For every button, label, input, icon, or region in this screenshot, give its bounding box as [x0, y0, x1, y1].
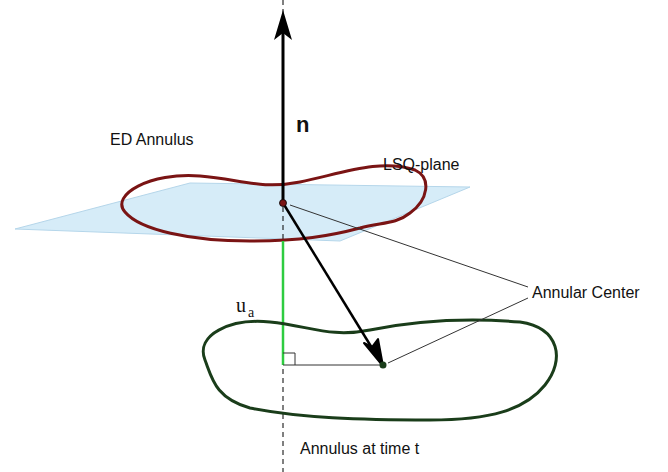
- vector-label: n: [296, 113, 309, 137]
- lsq-plane: [15, 183, 470, 241]
- displacement-line: [282, 241, 285, 365]
- center-dot: [280, 200, 287, 207]
- arrowhead: [364, 339, 383, 366]
- right-angle-mark: [283, 353, 295, 365]
- annulus-label: ED Annulus: [110, 131, 194, 149]
- annulus-time-t: [203, 320, 556, 420]
- center-label: Annular Center: [532, 284, 640, 302]
- displacement-vector: [283, 203, 372, 348]
- center-dot: [380, 362, 387, 369]
- subscript-label: a: [248, 305, 254, 320]
- projection-line: [283, 365, 383, 366]
- displacement-label: u: [236, 294, 246, 316]
- leader-line: [388, 298, 528, 363]
- ed-annulus: [122, 166, 426, 241]
- normal-vector: [282, 22, 285, 203]
- normal-axis: [283, 0, 284, 472]
- plane-label: LSQ-plane: [383, 156, 460, 174]
- arrowhead: [274, 10, 292, 40]
- annulus-label: Annulus at time t: [300, 440, 419, 458]
